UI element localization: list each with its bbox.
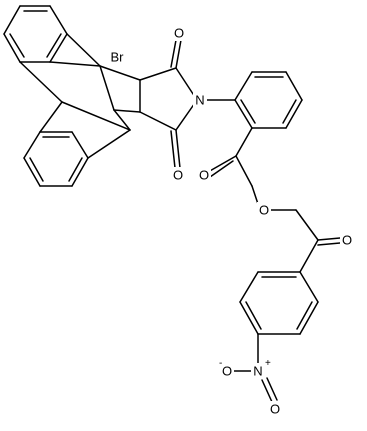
ketone-oxygen-atom: O — [340, 232, 354, 248]
ester-link-oxygen-atom: O — [257, 202, 271, 218]
ester-carbonyl-oxygen-label: O — [199, 168, 209, 183]
imide-oxygen-bottom-atom: O — [171, 167, 185, 183]
atom-labels: Br N O O O O O N + — [106, 25, 354, 417]
nitro-nitrogen-label: N — [253, 364, 262, 379]
nitro-oxygen-left-label: O — [222, 364, 232, 379]
ester-link-oxygen-label: O — [259, 203, 269, 218]
ketone-oxygen-label: O — [342, 233, 352, 248]
imide-nitrogen-atom: N — [193, 92, 207, 108]
imide-oxygen-top-atom: O — [172, 25, 186, 41]
bonds — [3, 5, 341, 403]
imide-oxygen-bottom-label: O — [173, 168, 183, 183]
nitro-oxygen-left-atom: O - — [219, 358, 234, 379]
bromine-atom: Br — [106, 49, 128, 65]
nitro-oxygen-bottom-atom: O — [268, 401, 282, 417]
ester-carbonyl-oxygen-atom: O — [197, 167, 211, 183]
nitro-nitrogen-charge: + — [265, 358, 271, 369]
nitro-oxygen-left-charge: - — [219, 358, 222, 369]
imide-nitrogen-label: N — [195, 93, 204, 108]
nitro-nitrogen-atom: N + — [251, 358, 271, 379]
bromine-label: Br — [111, 50, 125, 65]
imide-oxygen-top-label: O — [174, 26, 184, 41]
nitro-oxygen-bottom-label: O — [270, 402, 280, 417]
